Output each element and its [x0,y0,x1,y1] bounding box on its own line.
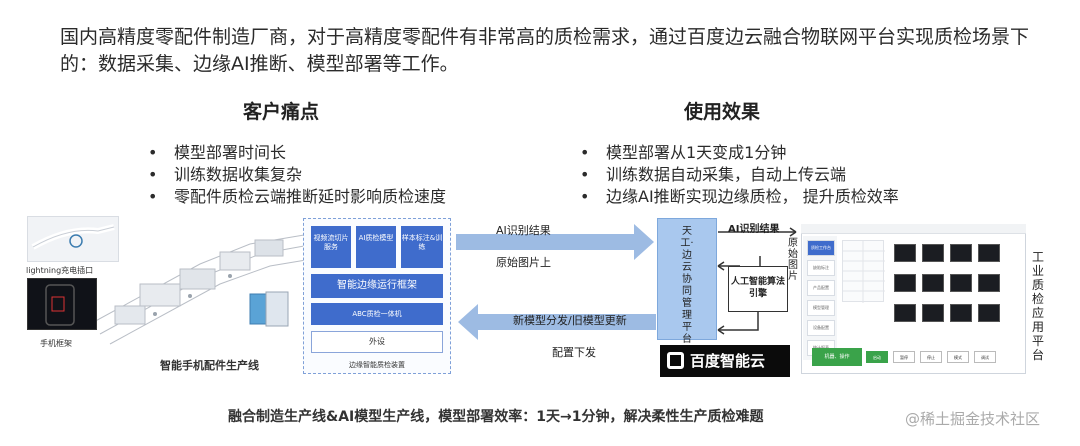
stop-button[interactable]: 停止 [920,351,942,363]
inspection-thumbnail[interactable] [950,304,972,322]
edge-runtime-framework: 智能边缘运行框架 [311,274,443,298]
config-down-label: 配置下发 [552,346,596,359]
dashboard-sidebar [803,236,837,360]
watermark: @稀土掘金技术社区 [905,410,1041,428]
sidebar-item-product[interactable]: 产品配置 [807,280,835,296]
raw-image-upload-label: 原始图片上 [496,256,551,269]
dashboard-info-table [842,240,885,303]
inspection-thumbnail[interactable] [922,304,944,322]
result-item: 边缘AI推断实现边缘质检， 提升质检效率 [578,186,899,208]
cloud-logo-icon [667,352,684,369]
ai-algorithm-engine: 人工智能算法引擎 [728,266,788,312]
inspection-thumbnail[interactable] [978,274,1000,292]
ai-inspection-model: AI质检模型 [356,226,396,268]
sidebar-item-model[interactable]: 模型管理 [807,300,835,316]
upload-arrow [456,224,654,260]
sample-training: 样本标注&训练 [401,226,443,268]
inspection-thumbnail[interactable] [922,274,944,292]
summary-text: 融合制造生产线&AI模型生产线，模型部署效率：1天→1分钟，解决柔性生产质检难题 [228,409,764,425]
platform-label: 天工·边云协同管理平台 [680,226,694,345]
phone-frame-caption: 手机框架 [40,339,72,348]
ai-result-label: AI识别结果 [496,224,551,237]
mode-button[interactable]: 模式 [947,351,969,363]
start-button[interactable]: 启动 [866,351,888,363]
pain-point-item: 零配件质检云端推断延时影响质检速度 [146,186,446,208]
dashboard-status-block: 机器、操作 [812,348,862,366]
production-line-label: 智能手机配件生产线 [160,359,259,372]
intro-paragraph: 国内高精度零配件制造厂商，对于高精度零配件有非常高的质检需求，通过百度边云融合物… [60,26,1030,75]
result-item: 训练数据自动采集，自动上传云端 [578,164,899,186]
data-flow-arrows [456,224,656,340]
model-distribution-label: 新模型分发/旧模型更新 [513,314,627,327]
pain-points-list: 模型部署时间长 训练数据收集复杂 零配件质检云端推断延时影响质检速度 [146,142,446,208]
inspection-thumbnail[interactable] [894,244,916,262]
results-list: 模型部署从1天变成1分钟 训练数据自动采集，自动上传云端 边缘AI推断实现边缘质… [578,142,899,208]
production-line-illustration [89,233,319,345]
inspection-hardware: ABC质检一体机 [311,303,443,325]
engine-connector [717,312,759,335]
charging-port-caption: lightning充电插口 [26,266,94,275]
inspection-thumbnail[interactable] [950,274,972,292]
app-platform-vertical-label: 工业质检应用平台 [1031,250,1044,362]
pain-points-title: 客户痛点 [243,101,320,123]
management-platform [657,218,717,340]
inspection-thumbnail[interactable] [950,244,972,262]
inspection-thumbnail[interactable] [894,274,916,292]
inspection-thumbnail[interactable] [978,244,1000,262]
result-item: 模型部署从1天变成1分钟 [578,142,899,164]
sidebar-item-annotation[interactable]: 缺陷标注 [807,260,835,276]
inspection-thumbnail[interactable] [894,304,916,322]
debug-button[interactable]: 调试 [974,351,996,363]
sidebar-item-workbench[interactable]: 质检工作台 [807,240,835,256]
inspection-thumbnail[interactable] [922,244,944,262]
edge-device-caption: 边缘智能质检装置 [349,361,405,369]
download-arrow [458,304,656,340]
raw-image-vertical-label: 原始图片 [788,238,798,282]
charging-port-image [27,216,119,262]
pause-button[interactable]: 暂停 [893,351,915,363]
inspection-thumbnail[interactable] [978,304,1000,322]
ai-result-label-2: AI识别结果 [728,224,780,235]
dashboard-titlebar [801,224,1026,234]
video-slice-service: 视频流切片服务 [311,226,351,268]
dashboard-image-grid [890,240,1016,340]
pain-point-item: 模型部署时间长 [146,142,446,164]
phone-frame-image [27,278,97,330]
platform-connectors [717,227,797,271]
pain-point-item: 训练数据收集复杂 [146,164,446,186]
results-title: 使用效果 [684,101,761,123]
sidebar-item-device[interactable]: 设备配置 [807,320,835,336]
peripheral-bar: 外设 [311,331,443,353]
